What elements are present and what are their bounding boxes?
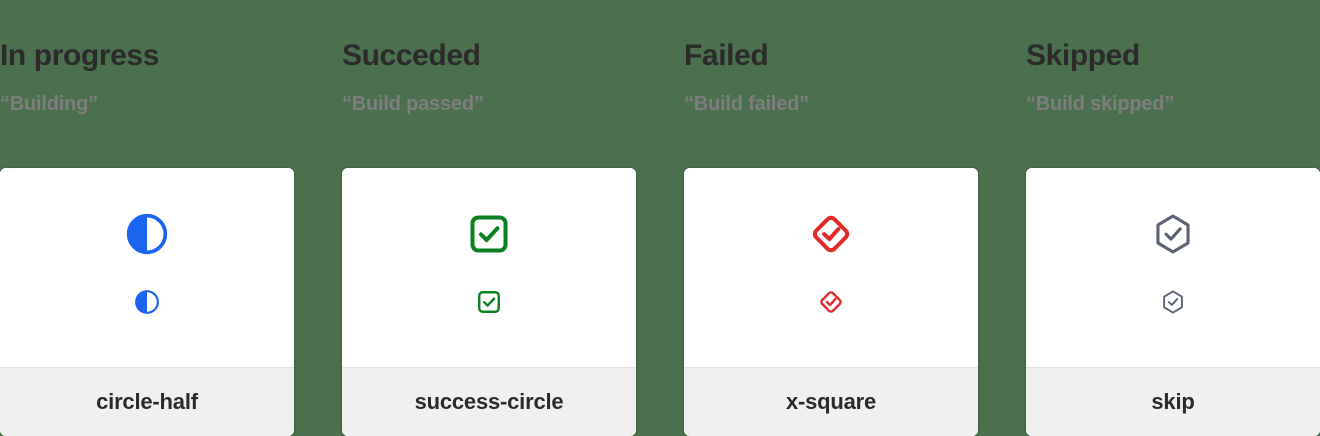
icon-name-label: circle-half — [96, 389, 198, 414]
state-title: Skipped — [1026, 39, 1140, 72]
state-title: Failed — [684, 39, 769, 72]
state-title: In progress — [0, 39, 159, 72]
icon-name-footer: circle-half — [0, 367, 294, 436]
icon-preview-area — [0, 168, 294, 367]
state-subtitle: “Build passed” — [342, 93, 484, 115]
success-circle-icon-small — [467, 280, 511, 324]
icon-name-label: success-circle — [414, 389, 564, 414]
icon-card[interactable]: success-circle — [342, 168, 636, 436]
status-column-skipped: Skipped “Build skipped” — [1026, 0, 1320, 436]
x-square-icon-small — [809, 280, 853, 324]
icon-name-label: x-square — [785, 389, 877, 414]
icon-name-footer: success-circle — [342, 367, 636, 436]
icon-preview-area — [1026, 168, 1320, 367]
state-subtitle: “Building” — [0, 93, 98, 115]
icon-name-label: skip — [1151, 389, 1195, 414]
state-title: Succeded — [342, 39, 481, 72]
skip-icon — [1141, 202, 1205, 266]
circle-half-icon-small — [125, 280, 169, 324]
state-subtitle: “Build skipped” — [1026, 93, 1175, 115]
skip-icon-small — [1151, 280, 1195, 324]
status-column-in-progress: In progress “Building” — [0, 0, 294, 436]
icon-name-footer: x-square — [684, 367, 978, 436]
icon-name-footer: skip — [1026, 367, 1320, 436]
icon-card[interactable]: skip — [1026, 168, 1320, 436]
success-circle-icon — [457, 202, 521, 266]
status-column-failed: Failed “Build failed” — [684, 0, 978, 436]
icon-card[interactable]: circle-half — [0, 168, 294, 436]
circle-half-icon — [115, 202, 179, 266]
icon-preview-area — [684, 168, 978, 367]
icon-card[interactable]: x-square — [684, 168, 978, 436]
icon-preview-area — [342, 168, 636, 367]
status-column-succeded: Succeded “Build passed” — [342, 0, 636, 436]
state-subtitle: “Build failed” — [684, 93, 809, 115]
x-square-icon — [799, 202, 863, 266]
